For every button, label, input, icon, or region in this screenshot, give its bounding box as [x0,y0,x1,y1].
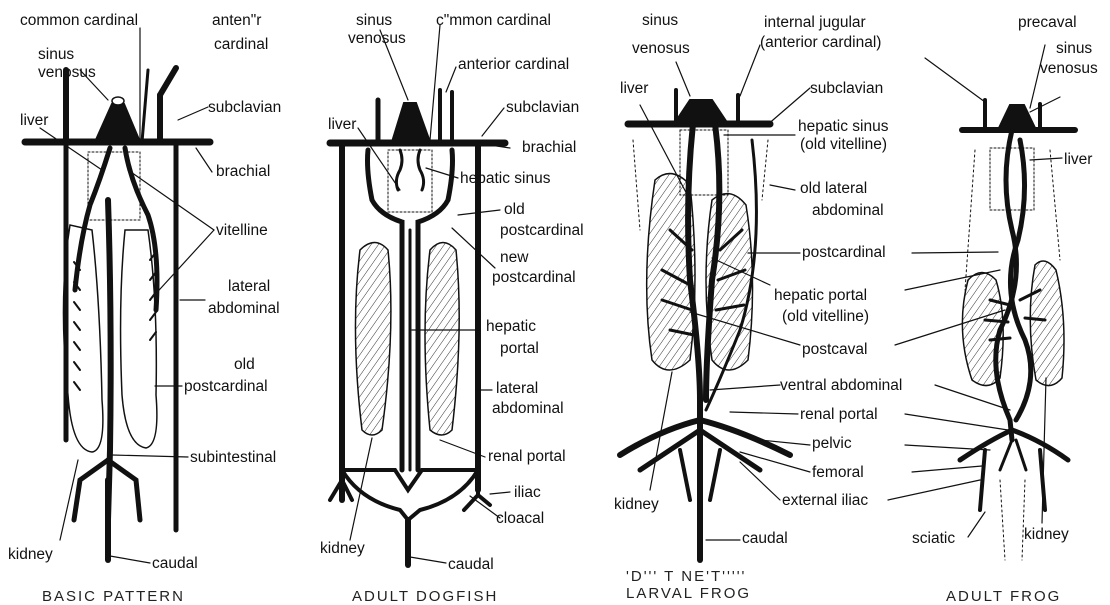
kidney-left-shape [355,243,390,436]
label-femoral: femoral [812,464,864,481]
label-anterior-cardinal-2: cardinal [214,36,268,53]
label-hepatic-sinus: hepatic sinus [460,170,550,187]
label-sinus-venosus-1: sinus [356,12,392,29]
sinus-venosus-shape [392,103,430,142]
label-brachial: brachial [216,163,270,180]
label-internal-jugular-1: internal jugular [764,14,866,31]
label-caudal: caudal [152,555,198,572]
label-caudal: caudal [448,556,494,573]
label-hepatic-portal-1: hepatic [486,318,536,335]
label-subintestinal: subintestinal [190,449,276,466]
panel-basic-pattern [25,28,214,563]
label-renal-portal: renal portal [488,448,566,465]
label-common-cardinal: common cardinal [20,12,138,29]
kidney-left-shape [63,225,102,452]
label-liver: liver [1064,151,1092,168]
label-new-postcardinal-1: new [500,249,528,266]
label-sinus-venosus-2: venosus [348,30,406,47]
label-kidney: kidney [8,546,53,563]
caption-adult-dogfish: ADULT DOGFISH [352,588,498,605]
label-subclavian: subclavian [506,99,579,116]
label-anterior-cardinal: anterior cardinal [458,56,569,73]
label-ventral-abdominal: ventral abdominal [780,377,902,394]
label-external-iliac: external iliac [782,492,868,509]
label-lateral-abdominal-1: lateral [496,380,538,397]
label-vitelline: vitelline [216,222,268,239]
label-hepatic-sinus-2: (old vitelline) [800,136,887,153]
label-sinus-venosus-2: venosus [38,64,96,81]
label-precaval: precaval [1018,14,1077,31]
label-sciatic: sciatic [912,530,955,547]
label-new-postcardinal-2: postcardinal [492,269,576,286]
label-old-lateral-abdominal-2: abdominal [812,202,884,219]
label-sinus-venosus-1: sinus [1056,40,1092,57]
label-renal-portal: renal portal [800,406,878,423]
label-hepatic-portal-2: (old vitelline) [782,308,869,325]
label-iliac: iliac [514,484,541,501]
label-old-postcardinal-2: postcardinal [500,222,584,239]
label-sinus-venosus-2: venosus [1040,60,1098,77]
label-kidney: kidney [1024,526,1069,543]
sinus-venosus-shape [674,100,728,124]
label-subclavian: subclavian [810,80,883,97]
label-hepatic-portal-2: portal [500,340,539,357]
caption-larval-frog: 'D''' T NE'T''''' LARVAL FROG [626,568,806,602]
label-subclavian: subclavian [208,99,281,116]
label-sinus-venosus-2: venosus [632,40,690,57]
label-pelvic: pelvic [812,435,852,452]
label-internal-jugular-2: (anterior cardinal) [760,34,881,51]
label-common-cardinal: c"mmon cardinal [436,12,551,29]
label-sinus-venosus-1: sinus [38,46,74,63]
caption-basic-pattern: BASIC PATTERN [42,588,185,605]
label-old-postcardinal-1: old [504,201,525,218]
label-hepatic-portal-1: hepatic portal [774,287,867,304]
kidney-right-shape [425,243,459,436]
label-sinus-venosus-1: sinus [642,12,678,29]
label-hepatic-sinus-1: hepatic sinus [798,118,888,135]
label-lateral-abdominal-2: abdominal [492,400,564,417]
label-cloacal: cloacal [496,510,544,527]
caption-adult-frog: ADULT FROG [946,588,1061,605]
kidney-right-shape [1030,261,1064,386]
panel-adult-frog [888,45,1075,560]
label-kidney: kidney [320,540,365,557]
sinus-venosus-shape [998,105,1036,130]
label-lateral-abdominal-2: abdominal [208,300,280,317]
label-old-postcardinal-1: old [234,356,255,373]
label-lateral-abdominal-1: lateral [228,278,270,295]
label-old-postcardinal-2: postcardinal [184,378,268,395]
label-liver: liver [328,116,356,133]
label-postcardinal: postcardinal [802,244,886,261]
sinus-venosus-shape [95,104,140,142]
label-liver: liver [620,80,648,97]
label-liver: liver [20,112,48,129]
label-brachial: brachial [522,139,576,156]
liver-box [990,148,1034,210]
panel-adult-dogfish [330,25,510,565]
label-old-lateral-abdominal-1: old lateral [800,180,867,197]
label-caudal: caudal [742,530,788,547]
label-postcaval: postcaval [802,341,867,358]
label-anterior-cardinal-1: anten"r [212,12,261,29]
label-kidney: kidney [614,496,659,513]
